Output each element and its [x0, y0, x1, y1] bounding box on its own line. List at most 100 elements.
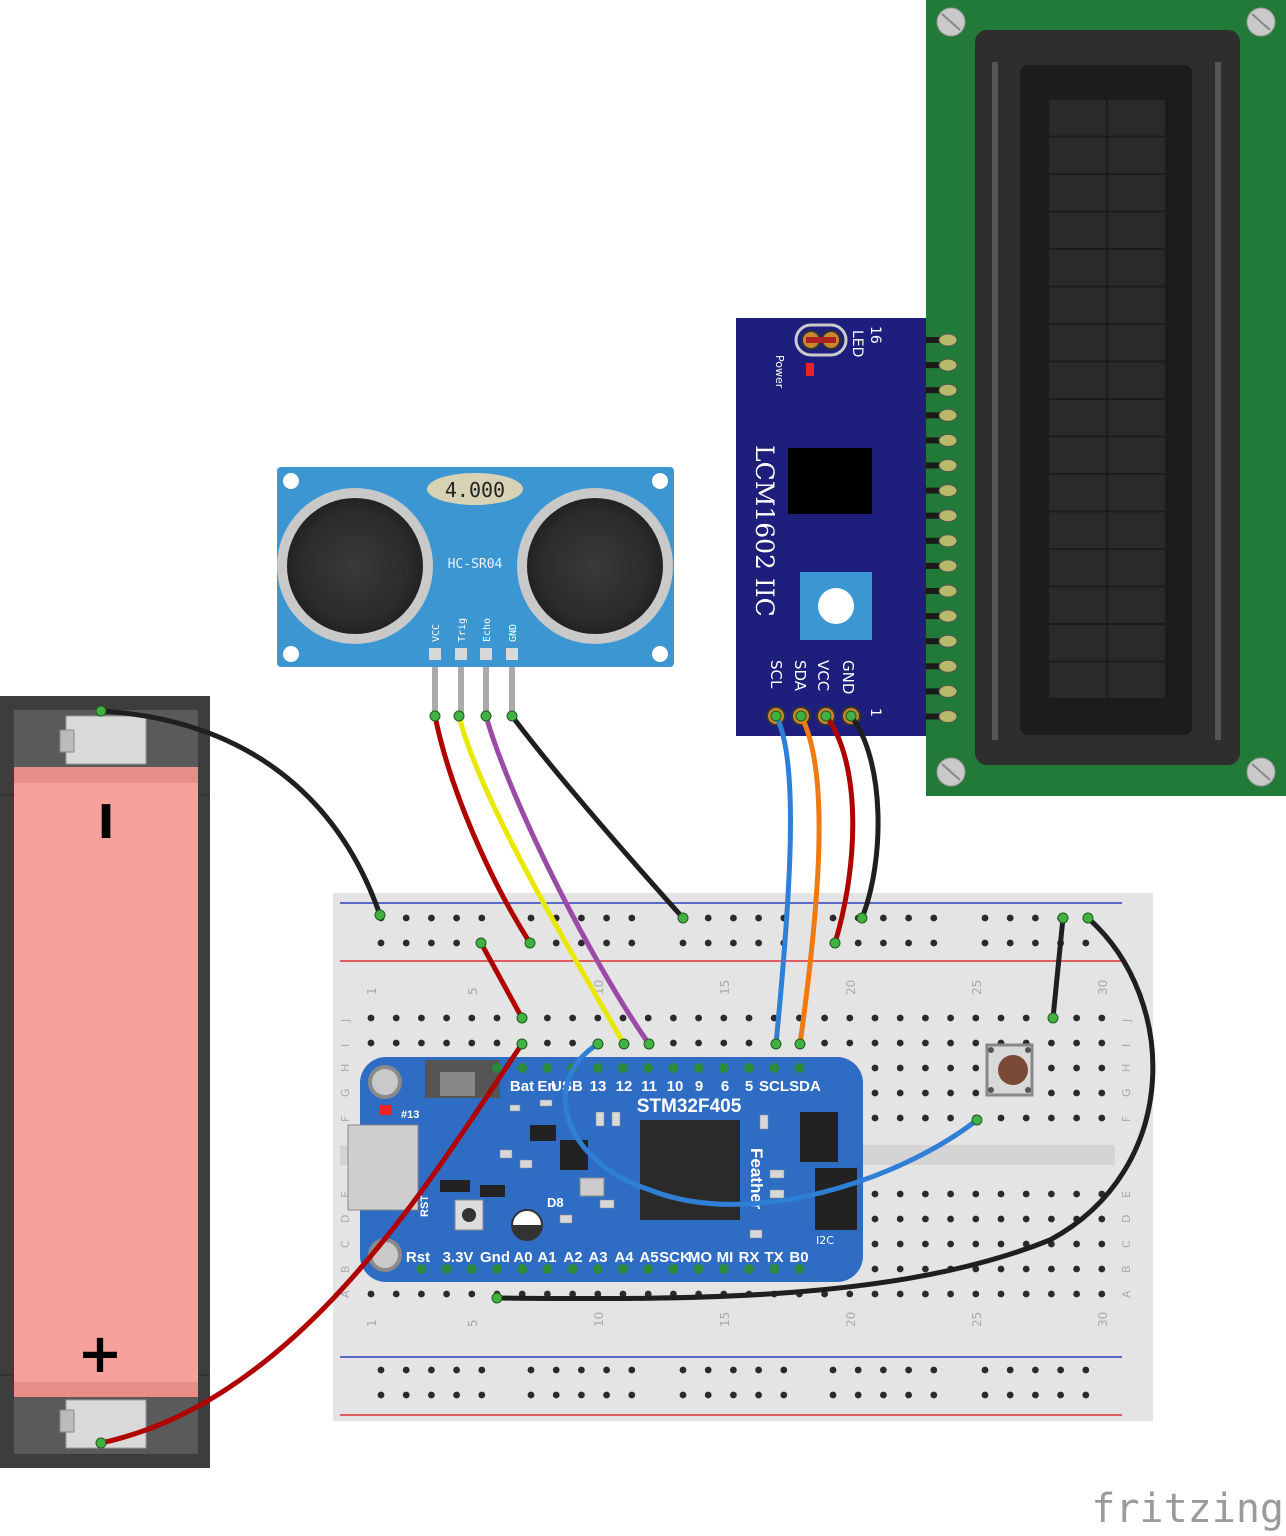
rail-hole [829, 914, 837, 922]
rail-hole [981, 1366, 989, 1374]
bb-hole [1022, 1290, 1030, 1298]
bb-hole [745, 1014, 753, 1022]
sensor-model-label: HC-SR04 [448, 557, 503, 572]
rail-hole [1082, 939, 1090, 947]
lcd-cell [1049, 625, 1106, 661]
wire-end [618, 1038, 630, 1050]
wire-end [856, 912, 868, 924]
feather-brand: Feather [747, 1148, 766, 1210]
feather-pad [466, 1264, 477, 1274]
push-button[interactable] [985, 1043, 1034, 1097]
lcd-header-pin [905, 562, 957, 569]
rail-hole [1082, 1366, 1090, 1374]
lcd-cell [1049, 587, 1106, 623]
bb-hole [997, 1265, 1005, 1273]
battery-holder: I + [0, 696, 210, 1468]
lcd-solder-pad [938, 509, 958, 523]
sensor-pin-label: GND [508, 624, 519, 642]
feather-top-pin-label: En [537, 1078, 556, 1095]
bb-hole [922, 1265, 929, 1273]
bb-hole [871, 1014, 879, 1022]
feather-top-pin-label: 5 [745, 1078, 753, 1095]
lcd-solder-pad [938, 710, 958, 723]
backpack-pin-gnd-label: GND [839, 660, 857, 694]
bb-hole [896, 1240, 904, 1248]
wire-end [845, 710, 857, 722]
bb-hole [871, 1039, 879, 1047]
feather-top-pin-label: Bat [510, 1078, 534, 1095]
bb-hole [695, 1039, 702, 1047]
rail-hole [578, 1391, 585, 1399]
sensor-pin-label: VCC [431, 624, 442, 642]
wire-gnd-return [494, 915, 1156, 1302]
bb-hole [947, 1290, 954, 1298]
bb-hole [418, 1039, 425, 1047]
battery-cell [14, 767, 198, 1397]
bb-hole [745, 1039, 753, 1047]
lcd-cell [1108, 587, 1165, 623]
rail-hole [755, 914, 762, 922]
wire-end [516, 1038, 528, 1050]
crystal-label: 4.000 [445, 478, 505, 502]
wire-lcd-gnd [848, 713, 881, 921]
lcd-solder-pad [938, 634, 958, 648]
bb-hole [922, 1114, 929, 1122]
feather-top-pin-label: 10 [667, 1078, 684, 1095]
bb-hole [569, 1290, 576, 1298]
row-letter: A [1120, 1290, 1133, 1298]
feather-pad [769, 1264, 780, 1274]
rst-label: RST [419, 1195, 431, 1217]
bb-hole [1073, 1014, 1080, 1022]
lcd-solder-pad [938, 659, 958, 673]
feather-pad [643, 1264, 654, 1274]
feather-pad [542, 1063, 553, 1073]
rail-hole [679, 1391, 687, 1399]
wire-button-gnd [1050, 915, 1066, 1021]
lcd-solder-pad [938, 383, 958, 397]
bb-hole [670, 1014, 677, 1022]
rail-hole [880, 1366, 887, 1374]
bb-hole [896, 1190, 904, 1198]
rail-hole [854, 939, 862, 947]
rail-hole [829, 1366, 837, 1374]
bb-hole [972, 1240, 980, 1248]
wire-end [453, 710, 465, 722]
feather-bottom-pin-label: MI [717, 1249, 734, 1266]
feather-top-pin-label: 11 [641, 1078, 657, 1095]
row-letter: H [339, 1064, 352, 1072]
bb-hole [947, 1089, 954, 1097]
battery-plus-label: + [77, 1322, 122, 1385]
bb-hole [1073, 1290, 1080, 1298]
rail-hole [527, 1366, 535, 1374]
feather-pad [718, 1264, 729, 1274]
lcd-header-pin [905, 387, 957, 394]
rail-hole [552, 1366, 560, 1374]
row-letter: F [339, 1116, 352, 1122]
bb-hole [670, 1039, 677, 1047]
feather-pad [794, 1063, 805, 1073]
rail-hole [578, 914, 585, 922]
bb-hole [997, 1114, 1005, 1122]
backpack-pin-vcc-label: VCC [814, 660, 832, 691]
lcd-cell [1049, 137, 1106, 173]
lcd-cell [1108, 137, 1165, 173]
wire-end [592, 1038, 604, 1050]
bb-hole [972, 1064, 980, 1072]
feather-pad [744, 1063, 754, 1073]
bb-hole [922, 1089, 929, 1097]
feather-pad [794, 1264, 805, 1274]
row-letter: D [339, 1215, 352, 1223]
rail-hole [1057, 1366, 1064, 1374]
wire-sensor-vcc [432, 713, 533, 946]
bb-hole [1098, 1240, 1106, 1248]
lcd-solder-pad [938, 408, 958, 422]
bb-hole [871, 1064, 879, 1072]
wire-lcd-sda [797, 713, 822, 1047]
backpack-power-label: Power [773, 355, 786, 389]
feather-pad [492, 1063, 502, 1073]
feather-pad [643, 1063, 654, 1073]
bb-hole [896, 1290, 904, 1298]
usb-c-connector [347, 1124, 419, 1211]
rail-hole [755, 939, 762, 947]
bb-hole [1073, 1190, 1080, 1198]
